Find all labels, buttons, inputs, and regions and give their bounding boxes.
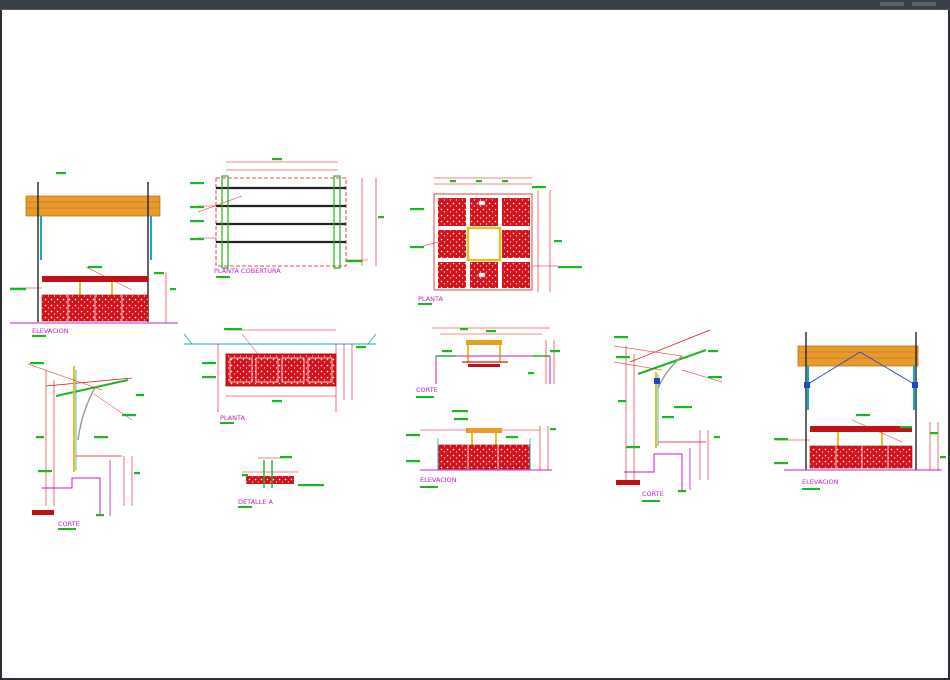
view-planta-square <box>410 177 582 305</box>
drawing-sheet: ELEVACION PLANTA COBERTURA <box>2 10 948 678</box>
label-corte-left: CORTE <box>58 520 80 528</box>
view-elevacion-mid <box>406 410 556 488</box>
label-elevacion-left: ELEVACION <box>32 327 69 335</box>
view-planta-cobertura <box>190 158 384 278</box>
view-planta-mid <box>183 328 377 424</box>
toolbar-control[interactable] <box>912 2 936 6</box>
cad-drawing: ELEVACION PLANTA COBERTURA <box>10 158 946 530</box>
view-elevacion-right <box>774 332 946 490</box>
toolbar-control[interactable] <box>880 2 904 6</box>
label-planta-square: PLANTA <box>418 295 443 303</box>
label-elevacion-mid: ELEVACION <box>420 476 457 484</box>
label-planta-mid: PLANTA <box>220 414 245 422</box>
view-corte-mid <box>416 327 560 398</box>
view-elevacion-left <box>10 172 178 337</box>
top-toolbar <box>0 0 950 10</box>
label-elevacion-right: ELEVACION <box>802 478 839 486</box>
view-detalle-a <box>238 456 324 508</box>
label-corte-mid: CORTE <box>416 386 438 394</box>
view-corte-right <box>613 329 723 502</box>
label-planta-cobertura: PLANTA COBERTURA <box>214 267 281 275</box>
label-detalle-a: DETALLE A <box>238 498 273 506</box>
label-corte-right: CORTE <box>642 490 664 498</box>
view-corte-left <box>27 362 144 530</box>
